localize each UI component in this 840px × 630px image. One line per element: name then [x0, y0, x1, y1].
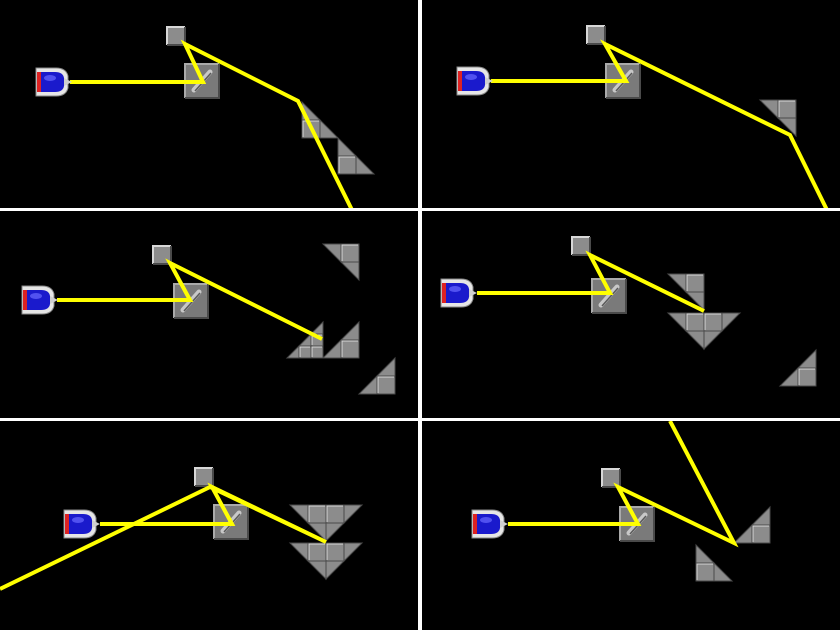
laser-beam	[0, 482, 327, 591]
panel-1	[0, 0, 418, 208]
laser-emitter-icon	[21, 285, 58, 315]
game-board	[35, 26, 376, 208]
laser-emitter-icon	[456, 66, 493, 96]
laser-beam	[491, 39, 829, 208]
triangle-block-icon	[666, 273, 705, 312]
laser-beam	[57, 258, 323, 341]
triangle-block-icon	[288, 542, 364, 581]
laser-emitter-icon	[63, 509, 100, 539]
triangle-block-icon	[288, 504, 364, 543]
triangle-block-icon	[778, 348, 817, 387]
panel-3	[0, 211, 418, 418]
triangle-block-icon	[357, 356, 396, 395]
laser-emitter-icon	[440, 278, 477, 308]
triangle-block-icon	[337, 136, 376, 175]
triangle-block-icon	[758, 99, 797, 138]
panel-5	[0, 421, 418, 630]
panel-4	[422, 211, 840, 418]
stone-block-icon	[194, 467, 214, 487]
laser-beam	[477, 250, 705, 313]
triangle-block-icon	[695, 543, 734, 582]
panel-6	[422, 421, 840, 630]
triangle-block-icon	[321, 243, 360, 282]
game-board	[0, 467, 364, 591]
game-board	[440, 236, 817, 387]
game-board	[456, 25, 829, 208]
laser-emitter-icon	[471, 509, 508, 539]
mirror-block-icon	[591, 278, 627, 314]
laser-beam	[508, 421, 739, 548]
triangle-block-icon	[732, 505, 771, 544]
panel-2	[422, 0, 840, 208]
triangle-block-icon	[285, 320, 324, 359]
triangle-block-icon	[321, 320, 360, 359]
laser-beam	[70, 39, 354, 208]
triangle-block-icon	[666, 312, 742, 351]
game-board	[471, 421, 771, 582]
game-board	[21, 243, 396, 395]
stone-block-icon	[601, 468, 621, 488]
stone-block-icon	[571, 236, 591, 256]
laser-emitter-icon	[35, 67, 72, 97]
